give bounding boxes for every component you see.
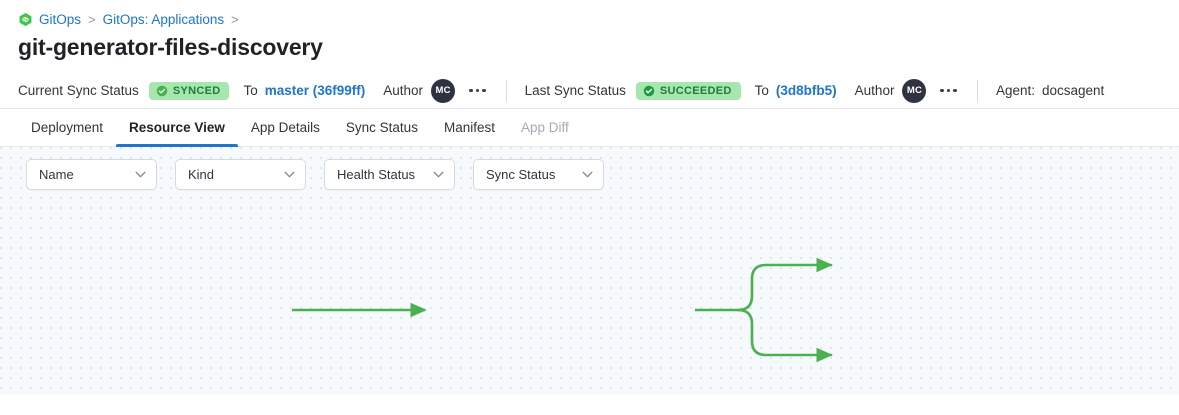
tab-manifest[interactable]: Manifest xyxy=(443,120,495,135)
tab-resource-view[interactable]: Resource View xyxy=(116,109,238,147)
edge-guestbook-to-prod xyxy=(736,308,833,363)
chevron-down-icon xyxy=(284,171,295,178)
filter-name-label: Name xyxy=(39,167,74,182)
check-circle-icon xyxy=(156,85,168,96)
breadcrumb-separator-2: > xyxy=(231,11,239,27)
breadcrumb-item-gitops[interactable]: GitOps xyxy=(39,11,82,27)
last-sync-status-label: Last Sync Status xyxy=(524,83,626,98)
status-bar: Current Sync Status SYNCED To master (36… xyxy=(0,73,1179,109)
chevron-down-icon xyxy=(582,171,593,178)
tab-app-diff: App Diff xyxy=(520,120,569,135)
last-sync-status-badge-text: SUCCEEDED xyxy=(659,84,732,97)
current-sync-status-label: Current Sync Status xyxy=(18,83,139,98)
filter-kind-label: Kind xyxy=(188,167,215,182)
filter-sync-status-label: Sync Status xyxy=(486,167,556,182)
current-sync-status-badge-text: SYNCED xyxy=(172,84,221,97)
status-divider-2 xyxy=(976,79,978,102)
edge-guestbook-to-dev xyxy=(736,257,833,312)
chevron-down-icon xyxy=(135,171,146,178)
filter-health-status[interactable]: Health Status xyxy=(324,159,455,190)
last-sync-status-badge: SUCCEEDED xyxy=(635,81,741,100)
filter-sync-status[interactable]: Sync Status xyxy=(473,159,604,190)
filter-kind[interactable]: Kind xyxy=(175,159,306,190)
agent-value: docsagent xyxy=(1041,83,1105,98)
tab-sync-status[interactable]: Sync Status xyxy=(345,120,418,135)
tab-deployment[interactable]: Deployment xyxy=(31,120,104,135)
current-sync-status-badge: SYNCED xyxy=(148,81,230,100)
filter-name[interactable]: Name xyxy=(26,159,157,190)
page-title: git-generator-files-discovery xyxy=(18,34,323,60)
last-author-label: Author xyxy=(854,83,895,98)
check-circle-filled-icon xyxy=(643,85,655,96)
last-author-avatar[interactable]: MC xyxy=(902,78,927,103)
chevron-down-icon xyxy=(433,171,444,178)
tab-bar: Deployment Resource View App Details Syn… xyxy=(0,109,1179,147)
breadcrumb-item-gitops-applications[interactable]: GitOps: Applications xyxy=(102,11,225,27)
last-sync-more-menu[interactable] xyxy=(938,85,959,97)
gitops-hexagon-icon xyxy=(19,12,32,26)
breadcrumb: GitOps > GitOps: Applications > xyxy=(0,0,1179,28)
current-author-avatar[interactable]: MC xyxy=(431,78,456,103)
current-sync-more-menu[interactable] xyxy=(467,85,488,97)
agent-label: Agent: xyxy=(995,83,1035,98)
status-divider-1 xyxy=(505,79,507,102)
current-author-label: Author xyxy=(383,83,424,98)
current-revision-link[interactable]: master (36f99ff) xyxy=(264,83,366,98)
filter-bar: Name Kind Health Status Sync Status xyxy=(26,159,604,190)
breadcrumb-separator: > xyxy=(88,11,96,27)
last-revision-link[interactable]: (3d8bfb5) xyxy=(775,83,837,98)
resource-graph-canvas[interactable]: Name Kind Health Status Sync Status xyxy=(0,147,1179,395)
tab-app-details[interactable]: App Details xyxy=(250,120,320,135)
last-to-label: To xyxy=(754,83,769,98)
current-to-label: To xyxy=(243,83,258,98)
filter-health-status-label: Health Status xyxy=(337,167,416,182)
